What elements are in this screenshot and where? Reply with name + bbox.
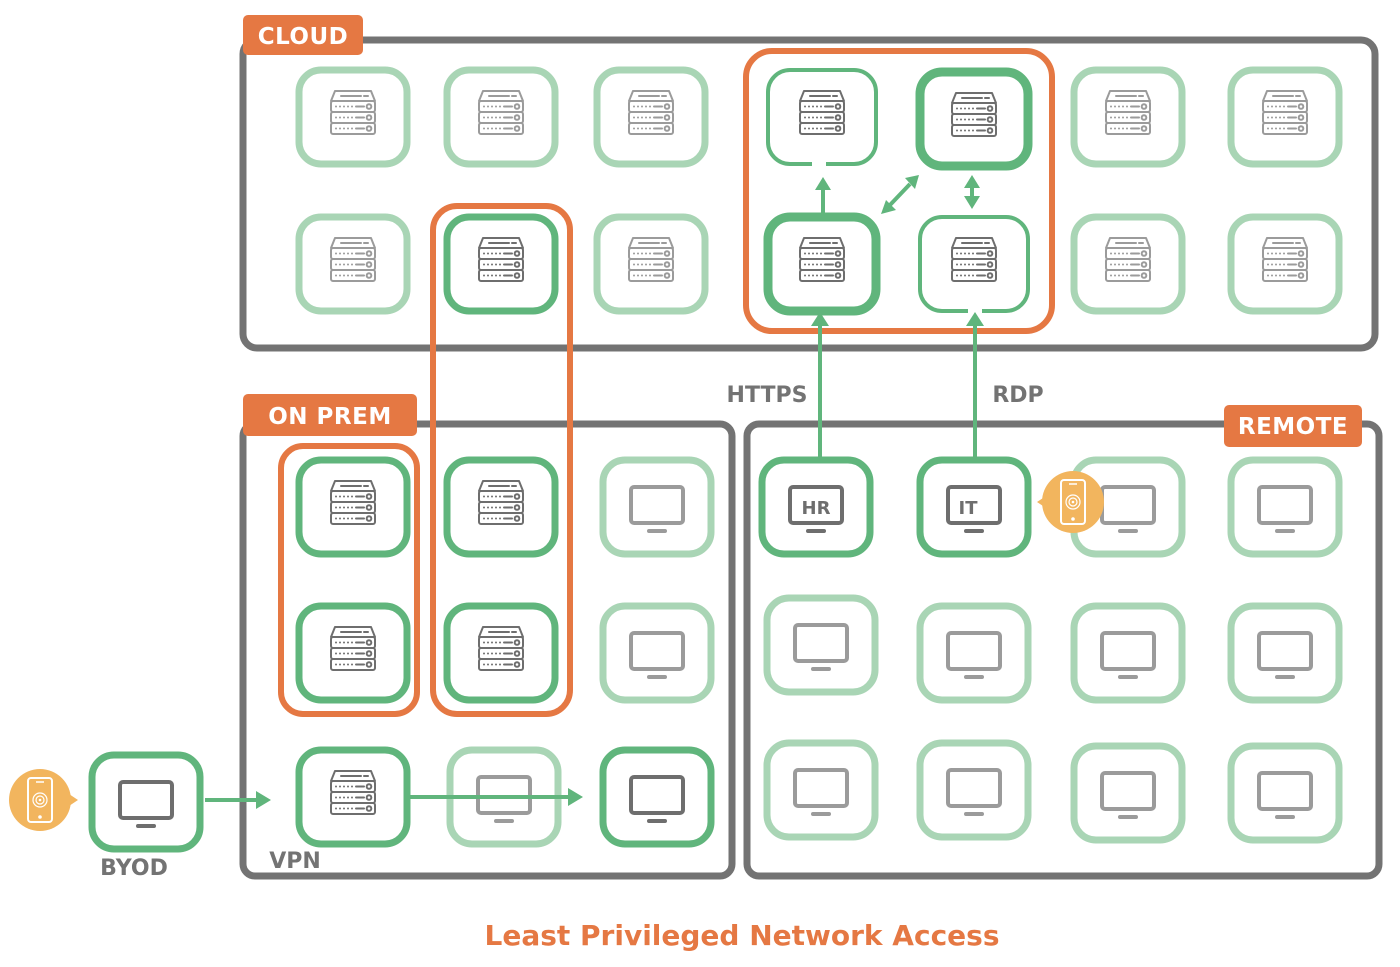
node-frame	[443, 456, 559, 558]
node-frame	[766, 68, 878, 166]
node-frame	[916, 456, 1032, 558]
fingerprint-phone-icon	[1037, 471, 1104, 533]
workstation-node-r8[interactable]	[1227, 602, 1343, 704]
cloud-access-group-ring	[743, 48, 1055, 334]
on-prem-access-group-ring	[278, 443, 420, 717]
cloud-zone-frame	[239, 36, 1379, 352]
node-frame	[763, 739, 879, 841]
nodes-layer: HR IT	[88, 66, 1343, 853]
node-frame	[758, 456, 874, 558]
server-node-c7[interactable]	[1227, 66, 1343, 168]
server-node-p1[interactable]	[295, 456, 411, 558]
node-frame	[918, 215, 1030, 313]
node-frame	[1070, 602, 1186, 704]
vpn-label: VPN	[269, 849, 321, 874]
https-connection	[811, 312, 829, 458]
server-node-c8[interactable]	[295, 213, 411, 315]
server-node-c5[interactable]	[915, 67, 1033, 171]
cloud-zone-label: CLOUD	[258, 24, 349, 50]
frame-gap	[968, 306, 982, 316]
workstation-screen-label: HR	[802, 498, 831, 519]
server-node-p4[interactable]	[443, 456, 559, 558]
node-frame	[1070, 742, 1186, 844]
node-frame	[88, 751, 204, 853]
node-frame	[295, 456, 411, 558]
node-frame	[1070, 213, 1186, 315]
node-frame	[916, 739, 1032, 841]
rdp-protocol-label: RDP	[992, 383, 1043, 408]
server-node-c11[interactable]	[763, 212, 881, 316]
server-node-p7[interactable]	[295, 746, 411, 848]
server-node-c6[interactable]	[1070, 66, 1186, 168]
node-frame	[1227, 66, 1343, 168]
node-frame	[1070, 66, 1186, 168]
node-frame	[599, 746, 715, 848]
node-frame	[763, 212, 881, 316]
cloud-flow-up	[815, 177, 831, 215]
server-node-c2[interactable]	[443, 66, 559, 168]
server-node-c12[interactable]	[918, 215, 1030, 316]
node-frame	[763, 594, 879, 696]
server-node-c14[interactable]	[1227, 213, 1343, 315]
https-protocol-label: HTTPS	[727, 383, 808, 408]
cloud-flow-vertical-two-way	[964, 175, 980, 209]
workstation-node-r10[interactable]	[916, 739, 1032, 841]
node-frame	[599, 602, 715, 704]
vpn-to-workstation-connection	[410, 788, 583, 806]
node-frame	[593, 213, 709, 315]
node-frame	[1227, 602, 1343, 704]
server-node-c1[interactable]	[295, 66, 411, 168]
cloud-zone-tag: CLOUD	[243, 15, 363, 55]
on-prem-zone-frame	[239, 420, 736, 880]
workstation-node-r9[interactable]	[763, 739, 879, 841]
workstation-node-r2[interactable]: IT	[916, 456, 1032, 558]
server-node-c13[interactable]	[1070, 213, 1186, 315]
workstation-node-r6[interactable]	[916, 602, 1032, 704]
remote-zone-frame	[743, 420, 1383, 880]
node-frame	[295, 602, 411, 704]
workstation-node-r1[interactable]: HR	[758, 456, 874, 558]
workstation-node-r5[interactable]	[763, 594, 879, 696]
workstation-node-p3[interactable]	[599, 456, 715, 558]
workstation-node-r4[interactable]	[1227, 456, 1343, 558]
remote-zone-label: REMOTE	[1238, 414, 1348, 440]
node-frame	[443, 66, 559, 168]
node-frame	[916, 602, 1032, 704]
byod-label: BYOD	[100, 856, 168, 881]
cloud-flow-diagonal	[881, 175, 919, 214]
workstation-node-r11[interactable]	[1070, 742, 1186, 844]
cross-zone-access-group-ring	[430, 203, 573, 717]
node-frame	[593, 66, 709, 168]
on-prem-zone-label: ON PREM	[268, 404, 391, 430]
node-frame	[915, 67, 1033, 171]
diagram-title: Least Privileged Network Access	[485, 919, 1000, 952]
fingerprint-phone-icon	[9, 769, 78, 831]
byod-to-vpn-connection	[205, 791, 271, 809]
workstation-node-p6[interactable]	[599, 602, 715, 704]
server-node-p2[interactable]	[295, 602, 411, 704]
workstation-node-r7[interactable]	[1070, 602, 1186, 704]
node-frame	[1227, 742, 1343, 844]
server-node-c3[interactable]	[593, 66, 709, 168]
node-frame	[443, 213, 559, 315]
node-frame	[295, 746, 411, 848]
node-frame	[295, 213, 411, 315]
node-frame	[1227, 213, 1343, 315]
rdp-connection	[966, 312, 984, 458]
remote-zone-tag: REMOTE	[1224, 405, 1362, 447]
frame-gap	[812, 159, 826, 169]
node-frame	[599, 456, 715, 558]
server-node-c9[interactable]	[443, 213, 559, 315]
workstation-node-r12[interactable]	[1227, 742, 1343, 844]
node-frame	[1227, 456, 1343, 558]
server-node-c4[interactable]	[766, 68, 878, 169]
workstation-screen-label: IT	[959, 498, 979, 519]
node-frame	[443, 602, 559, 704]
workstation-node-b1[interactable]	[88, 751, 204, 853]
workstation-node-p9[interactable]	[599, 746, 715, 848]
on-prem-zone-tag: ON PREM	[243, 394, 417, 436]
server-node-c10[interactable]	[593, 213, 709, 315]
node-frame	[295, 66, 411, 168]
server-node-p5[interactable]	[443, 602, 559, 704]
